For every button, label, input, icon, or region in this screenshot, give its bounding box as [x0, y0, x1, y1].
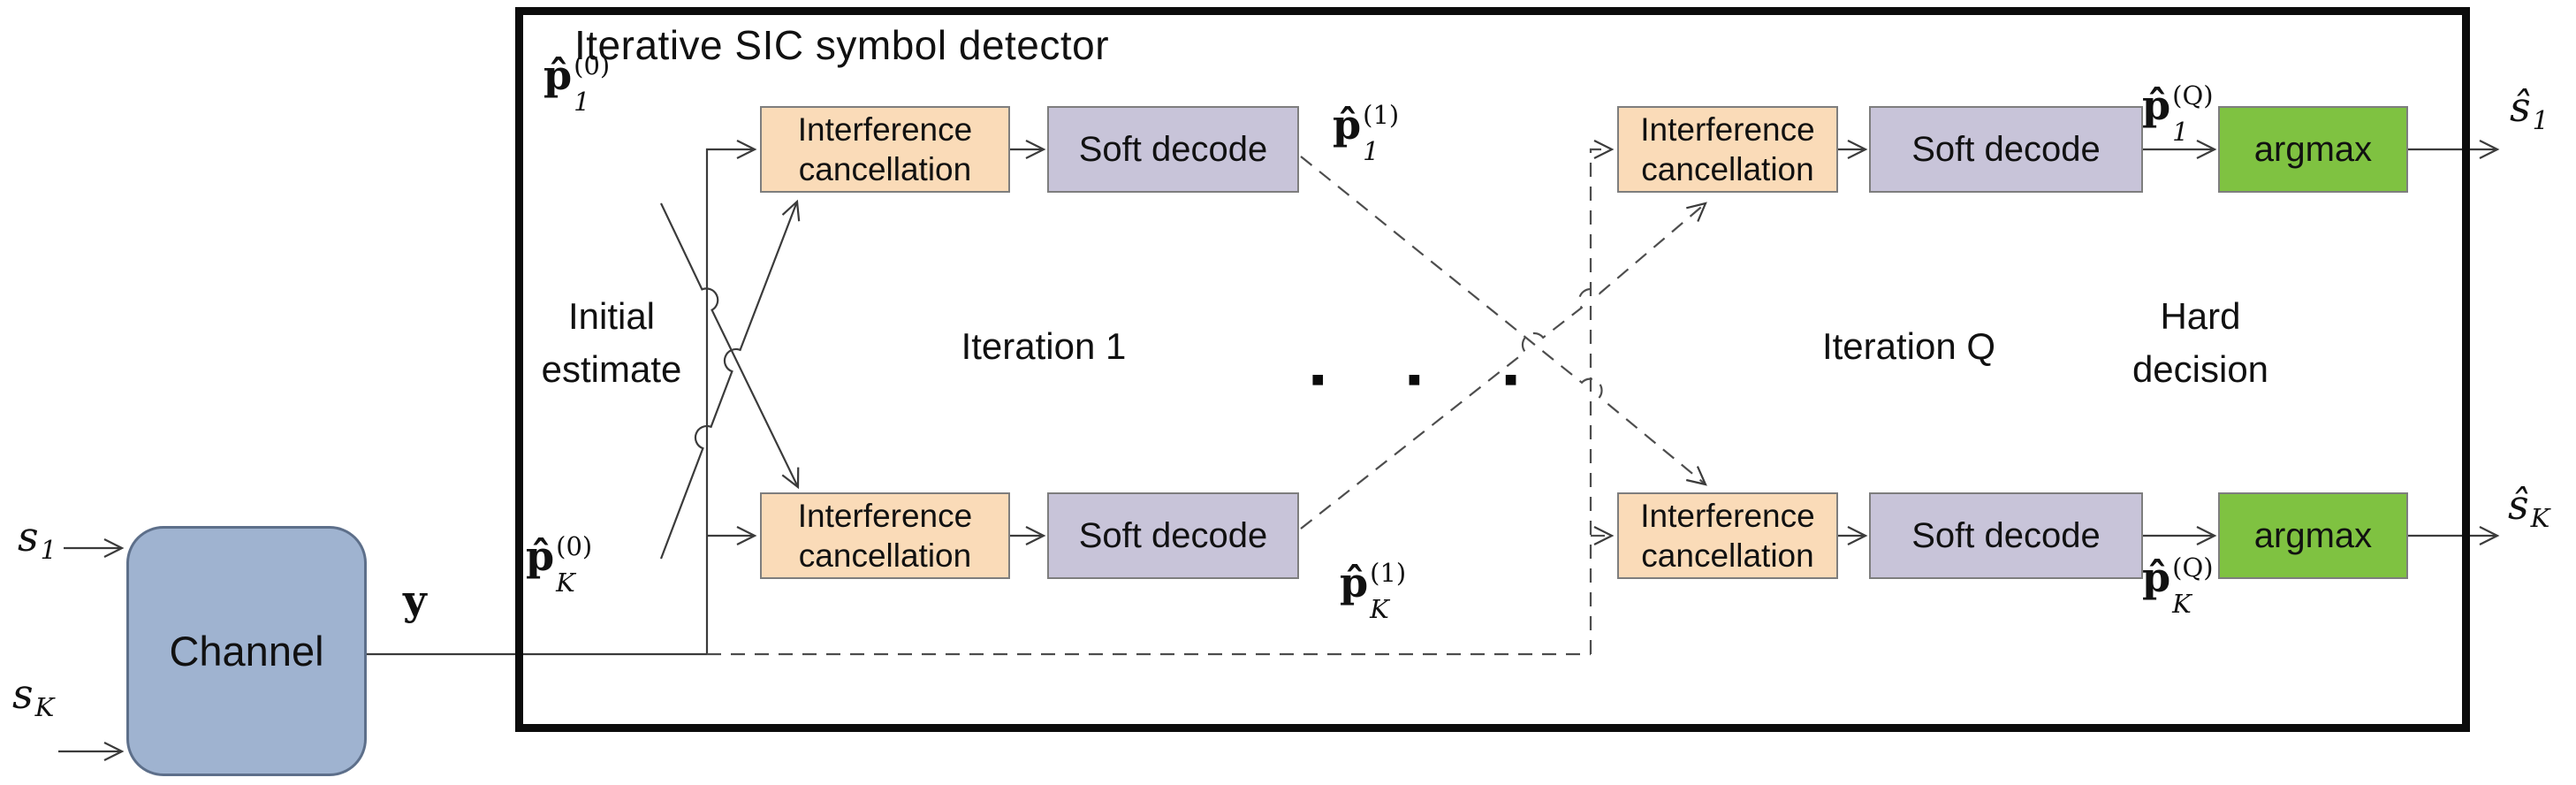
signal-pK-0: p̂(0)K: [526, 530, 593, 598]
argmax-block-bottom: argmax: [2218, 492, 2408, 579]
block-label: Soft decode: [1078, 515, 1268, 555]
interference-cancellation-block-iterq-top: Interference cancellation: [1617, 106, 1838, 193]
initial-estimate-label: Initial estimate: [541, 295, 682, 390]
signal-p1-Q: p̂(Q)1: [2142, 80, 2214, 147]
signal-p1-0: p̂(0)1: [543, 50, 611, 117]
block-label-line1: Interference: [1640, 498, 1815, 534]
soft-decode-block-iter1-top: Soft decode: [1047, 106, 1299, 193]
signal-y: y: [403, 576, 427, 624]
block-label: Soft decode: [1911, 515, 2101, 555]
hard-decision-label: Hard decision: [2131, 295, 2269, 390]
argmax-block-top: argmax: [2218, 106, 2408, 193]
block-label: Soft decode: [1911, 129, 2101, 169]
block-label-line2: cancellation: [798, 537, 972, 574]
dashed-riser-iterq: [1589, 140, 1615, 654]
soft-decode-block-iterq-bottom: Soft decode: [1869, 492, 2143, 579]
signal-p1-1: p̂(1)1: [1333, 99, 1400, 166]
ellipsis-dots: ■ ■ ■: [1311, 368, 1556, 392]
block-label: Soft decode: [1078, 129, 1268, 169]
block-label-line2: cancellation: [1641, 151, 1814, 187]
interference-cancellation-block-iter1-bottom: Interference cancellation: [760, 492, 1010, 579]
block-label-line2: cancellation: [798, 151, 972, 187]
interference-cancellation-block-iter1-top: Interference cancellation: [760, 106, 1010, 193]
block-label: argmax: [2253, 129, 2373, 169]
interference-cancellation-block-iterq-bottom: Interference cancellation: [1617, 492, 1838, 579]
block-label-line1: Interference: [1640, 111, 1815, 148]
iterationq-label: Iteration Q: [1821, 325, 1996, 367]
dashed-pK-1-to-icq-top: [1300, 202, 1707, 530]
soft-decode-block-iterq-top: Soft decode: [1869, 106, 2143, 193]
line-p1-0-to-ic-bottom: [660, 202, 800, 490]
dashed-p1-1-to-icq-bottom: [1300, 156, 1707, 486]
channel-label: Channel: [169, 628, 324, 674]
line-pK-0-to-ic-top: [659, 199, 801, 560]
block-label-line1: Interference: [797, 498, 973, 534]
soft-decode-block-iter1-bottom: Soft decode: [1047, 492, 1299, 579]
iteration1-label: Iteration 1: [961, 325, 1127, 367]
signal-pK-Q: p̂(Q)K: [2142, 552, 2214, 619]
channel-block: Channel: [126, 526, 367, 776]
block-label: argmax: [2253, 515, 2373, 555]
block-label-line2: cancellation: [1641, 537, 1814, 574]
detector-title: Iterative SIC symbol detector: [574, 22, 1110, 68]
signal-pK-1: p̂(1)K: [1340, 557, 1407, 624]
detector-frame: [515, 7, 2470, 732]
line-riser-iter1: [705, 140, 757, 654]
block-label-line1: Interference: [797, 111, 973, 148]
